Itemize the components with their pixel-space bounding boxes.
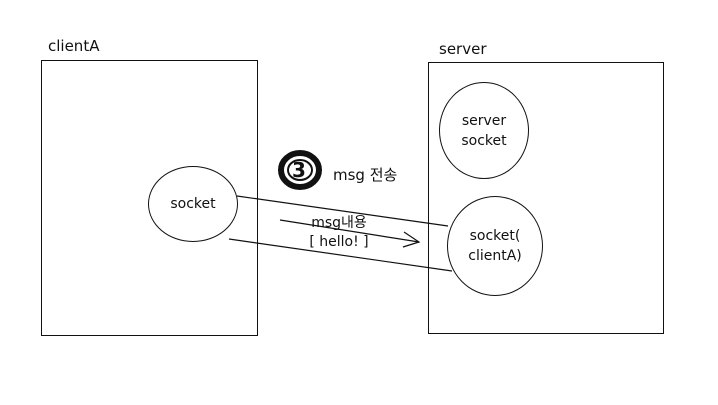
server-socket-label-line1: server (461, 112, 507, 129)
server-socket-label-line2: socket (461, 132, 507, 149)
server-client-socket: socket( clientA) (447, 196, 543, 296)
client-socket: socket (148, 166, 238, 242)
step-label: msg 전송 (333, 166, 398, 184)
server-client-socket-label-line2: clientA) (468, 248, 522, 264)
message-content: [ hello! ] (309, 234, 369, 250)
step-number: 3 (292, 158, 306, 182)
message-title: msg내용 (311, 215, 367, 231)
server-title: server (439, 40, 487, 58)
server-socket: server socket (439, 82, 529, 179)
server-client-socket-label-line1: socket( (469, 228, 521, 244)
client-title: clientA (48, 37, 100, 55)
client-socket-label: socket (170, 196, 216, 212)
